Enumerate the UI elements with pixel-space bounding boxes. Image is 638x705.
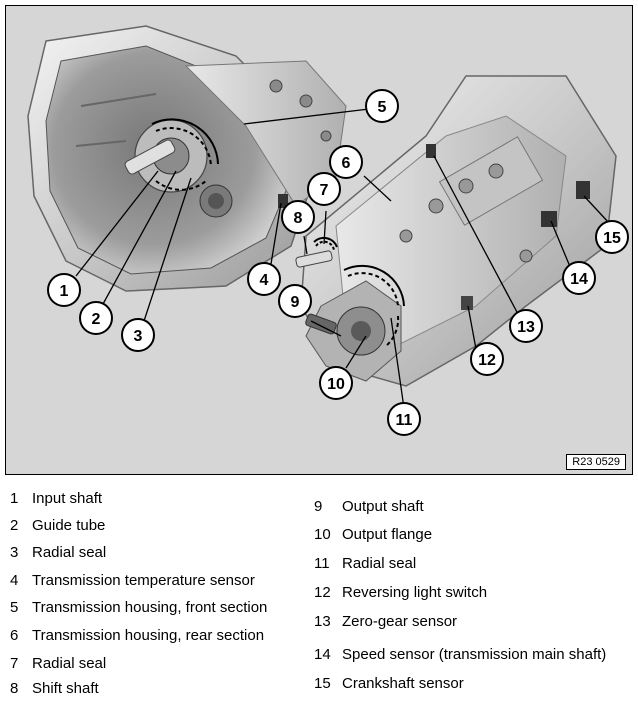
legend-item: 12 Reversing light switch: [314, 584, 487, 602]
output-flange-area: [278, 194, 402, 382]
legend-num: 12: [314, 584, 331, 601]
legend-item: 9 Output shaft: [314, 498, 424, 516]
legend-item: 6 Transmission housing, rear section: [10, 627, 264, 645]
callout-13: 13: [509, 309, 543, 343]
shift-shaft-part: [295, 250, 333, 268]
speed-sensor-part: [541, 211, 557, 227]
legend-label: Radial seal: [32, 544, 107, 561]
legend-num: 13: [314, 613, 331, 630]
callout-4: 4: [247, 262, 281, 296]
callout-6: 6: [329, 145, 363, 179]
callout-2: 2: [79, 301, 113, 335]
svg-text:11: 11: [396, 412, 413, 429]
legend-label: Transmission housing, rear section: [32, 627, 265, 644]
legend-item: 2 Guide tube: [10, 517, 105, 535]
seal-markers: [151, 118, 405, 347]
svg-text:15: 15: [603, 230, 621, 247]
transmission-illustration: 1 2 3 4 5 6 7 8 9 10 11 12 13 14 15 R23 …: [5, 5, 633, 475]
callout-7: 7: [307, 172, 341, 206]
legend-num: 9: [314, 498, 323, 515]
legend-label: Zero-gear sensor: [342, 613, 458, 630]
callout-15: 15: [595, 220, 629, 254]
callout-8: 8: [281, 200, 315, 234]
legend-num: 10: [314, 526, 331, 543]
legend-item: 13 Zero-gear sensor: [314, 613, 457, 631]
legend-label: Radial seal: [342, 555, 417, 572]
svg-text:6: 6: [342, 155, 351, 172]
callout-10: 10: [319, 366, 353, 400]
crankshaft-sensor-part: [576, 181, 590, 199]
legend-num: 8: [10, 680, 19, 697]
svg-text:3: 3: [134, 328, 143, 345]
legend-item: 5 Transmission housing, front section: [10, 599, 267, 617]
legend-item: 4 Transmission temperature sensor: [10, 572, 255, 590]
legend-num: 15: [314, 675, 331, 692]
reversing-switch-part: [461, 296, 473, 310]
temp-sensor-part: [278, 194, 288, 208]
svg-text:1: 1: [60, 283, 69, 300]
legend-num: 6: [10, 627, 19, 644]
legend-label: Crankshaft sensor: [342, 675, 464, 692]
legend-num: 5: [10, 599, 19, 616]
legend-label: Input shaft: [32, 490, 103, 507]
svg-text:14: 14: [570, 271, 588, 288]
figure-code: R23 0529: [566, 454, 626, 470]
legend-item: 10 Output flange: [314, 526, 432, 544]
legend-label: Guide tube: [32, 517, 106, 534]
callout-9: 9: [278, 284, 312, 318]
legend-label: Output shaft: [342, 498, 424, 515]
svg-text:7: 7: [320, 182, 329, 199]
legend-item: 11 Radial seal: [314, 555, 416, 573]
front-housing-top: [184, 60, 347, 207]
callout-12: 12: [470, 342, 504, 376]
callout-11: 11: [387, 402, 421, 436]
svg-text:2: 2: [92, 311, 101, 328]
legend-label: Reversing light switch: [342, 584, 488, 601]
svg-text:10: 10: [327, 376, 345, 393]
legend-label: Output flange: [342, 526, 433, 543]
legend-num: 11: [314, 555, 330, 572]
legend-item: 7 Radial seal: [10, 655, 106, 673]
legend-label: Radial seal: [32, 655, 107, 672]
callout-5: 5: [365, 89, 399, 123]
legend-item: 3 Radial seal: [10, 544, 106, 562]
legend-item: 15 Crankshaft sensor: [314, 675, 464, 693]
legend-num: 3: [10, 544, 19, 561]
svg-text:5: 5: [378, 99, 387, 116]
callout-3: 3: [121, 318, 155, 352]
callout-1: 1: [47, 273, 81, 307]
leader-lines: [75, 108, 611, 409]
svg-text:12: 12: [478, 352, 496, 369]
legend-num: 1: [10, 490, 19, 507]
transmission-drawing: 1 2 3 4 5 6 7 8 9 10 11 12 13 14 15: [27, 25, 629, 436]
zero-gear-sensor-part: [426, 144, 436, 158]
legend-item: 8 Shift shaft: [10, 680, 99, 698]
legend-num: 14: [314, 646, 331, 663]
legend-num: 7: [10, 655, 19, 672]
legend-item: 14 Speed sensor (transmission main shaft): [314, 646, 606, 664]
svg-text:8: 8: [294, 210, 303, 227]
legend-item: 1 Input shaft: [10, 490, 102, 508]
svg-text:9: 9: [291, 294, 300, 311]
svg-text:4: 4: [260, 272, 269, 289]
legend-label: Transmission temperature sensor: [32, 572, 255, 589]
svg-text:13: 13: [517, 319, 535, 336]
legend-num: 4: [10, 572, 19, 589]
legend-label: Speed sensor (transmission main shaft): [342, 646, 607, 663]
legend-label: Shift shaft: [32, 680, 99, 697]
callout-14: 14: [562, 261, 596, 295]
legend-label: Transmission housing, front section: [32, 599, 268, 616]
legend-num: 2: [10, 517, 19, 534]
